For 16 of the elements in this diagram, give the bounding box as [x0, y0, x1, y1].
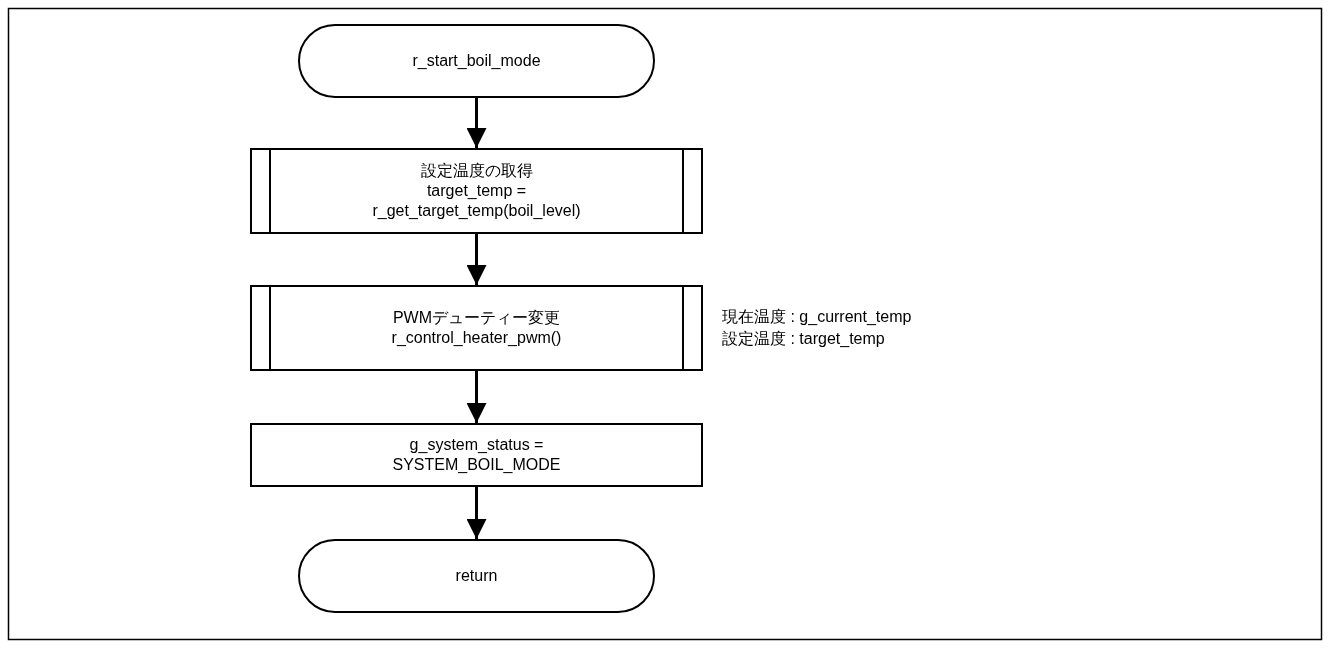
- step-title: PWMデューティー変更: [392, 308, 561, 328]
- step-title: 設定温度の取得: [420, 161, 533, 181]
- note-text: 現在温度 : g_current_temp: [722, 307, 912, 327]
- arrow: [466, 234, 487, 285]
- step-text: target_temp = r_get_target_temp(boil_level): [371, 181, 582, 221]
- step-text: return: [455, 566, 498, 586]
- step-text: g_system_status = SYSTEM_BOIL_MODE: [391, 435, 562, 475]
- arrow: [466, 487, 487, 539]
- subroutine-box: [250, 148, 703, 234]
- note-text: 設定温度 : target_temp: [722, 329, 886, 349]
- subroutine-box: [250, 285, 703, 371]
- arrow: [466, 98, 487, 148]
- process-box: [250, 423, 703, 487]
- step-text: r_start_boil_mode: [412, 51, 541, 71]
- arrow: [466, 371, 487, 423]
- step-text: r_control_heater_pwm(): [391, 328, 562, 348]
